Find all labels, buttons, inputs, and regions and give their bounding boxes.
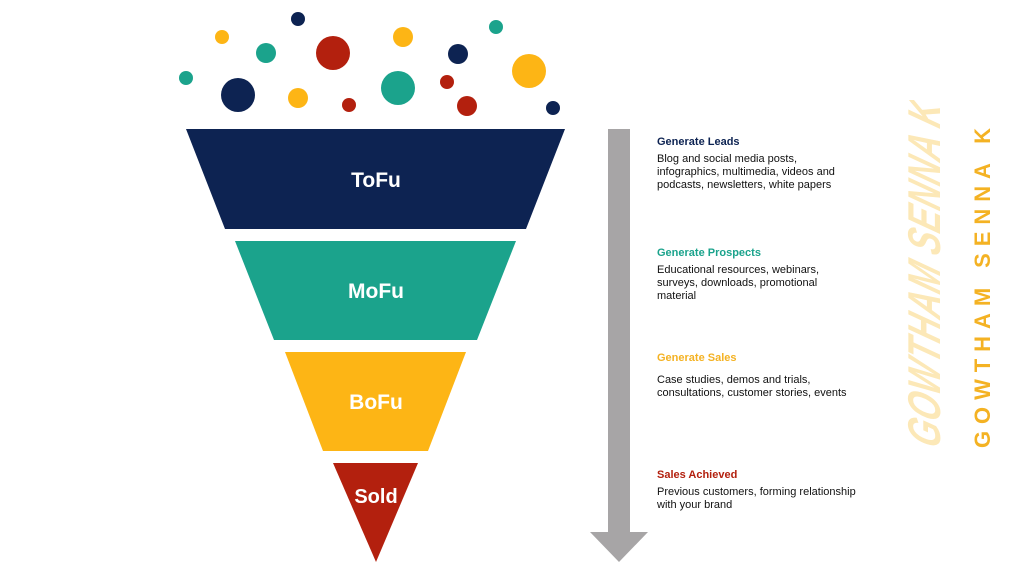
description-text: Previous customers, forming relationship… xyxy=(657,486,856,511)
description-text: Case studies, demos and trials, consulta… xyxy=(657,374,847,399)
description-text: Educational resources, webinars, surveys… xyxy=(657,264,820,302)
description-title: Generate Sales xyxy=(657,352,737,364)
arrow-head xyxy=(590,532,648,562)
dot xyxy=(393,27,413,47)
description-title: Sales Achieved xyxy=(657,469,738,481)
dot xyxy=(440,75,454,89)
funnel-label-sold: Sold xyxy=(354,486,397,508)
dot xyxy=(489,20,503,34)
brand-ghost-text: GOWTHAM SENNA K xyxy=(900,100,951,453)
funnel-label-tofu: ToFu xyxy=(351,169,401,192)
funnel-stage-tofu xyxy=(186,129,565,229)
description-prospects: Generate Prospects Educational resources… xyxy=(657,247,857,303)
dot xyxy=(342,98,356,112)
dot xyxy=(221,78,255,112)
arrow-shaft xyxy=(608,129,630,532)
description-leads: Generate Leads Blog and social media pos… xyxy=(657,136,857,192)
dot xyxy=(256,43,276,63)
funnel-label-bofu: BoFu xyxy=(349,391,403,414)
dot xyxy=(457,96,477,116)
decorative-dots xyxy=(179,12,560,116)
dot xyxy=(179,71,193,85)
description-title: Generate Prospects xyxy=(657,247,761,259)
dot xyxy=(288,88,308,108)
dot xyxy=(316,36,350,70)
dot xyxy=(381,71,415,105)
description-text: Blog and social media posts, infographic… xyxy=(657,153,835,191)
dot xyxy=(448,44,468,64)
description-achieved: Sales Achieved Previous customers, formi… xyxy=(657,469,857,512)
description-title: Generate Leads xyxy=(657,136,740,148)
description-sales: Generate Sales Case studies, demos and t… xyxy=(657,352,857,400)
funnel-stage-mofu xyxy=(235,241,516,340)
dot xyxy=(291,12,305,26)
dot xyxy=(546,101,560,115)
funnel-stage-bofu xyxy=(285,352,466,451)
funnel: ToFu MoFu BoFu Sold xyxy=(186,129,565,562)
dot xyxy=(215,30,229,44)
down-arrow-icon xyxy=(590,129,648,562)
funnel-label-mofu: MoFu xyxy=(348,280,404,303)
funnel-stage-sold xyxy=(333,463,418,562)
dot xyxy=(512,54,546,88)
brand-solid-text: GOWTHAM SENNA K xyxy=(970,128,995,448)
brand-watermark: GOWTHAM SENNA K GOWTHAM SENNA K xyxy=(900,100,995,453)
